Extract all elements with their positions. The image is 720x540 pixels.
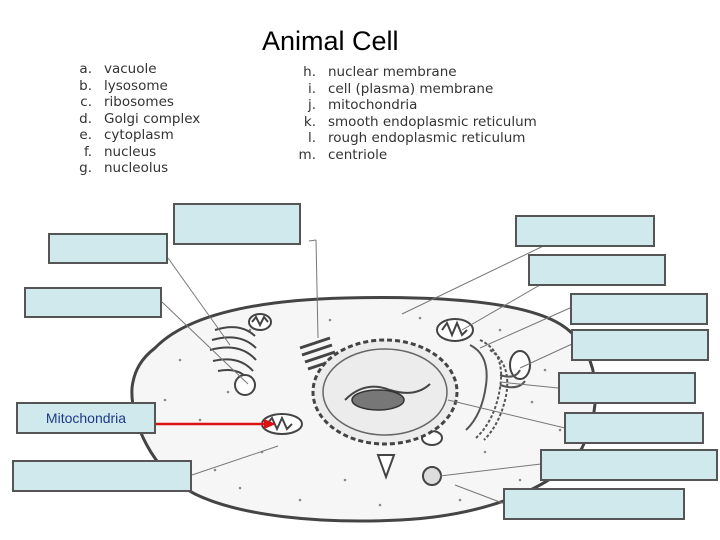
label-box-blank[interactable] (173, 203, 301, 245)
label-box-text: Mitochondria (46, 410, 126, 426)
label-box-blank[interactable] (571, 329, 709, 361)
label-box-blank[interactable] (12, 460, 192, 492)
lysosome (423, 467, 441, 485)
label-box-blank[interactable] (503, 488, 685, 520)
label-box-mitochondria[interactable]: Mitochondria (16, 402, 156, 434)
label-box-blank[interactable] (540, 449, 718, 481)
label-box-blank[interactable] (48, 233, 168, 264)
label-box-blank[interactable] (570, 293, 708, 325)
nucleolus (352, 390, 404, 410)
label-box-blank[interactable] (515, 215, 655, 247)
vacuole (235, 375, 255, 395)
label-box-blank[interactable] (528, 254, 666, 286)
label-box-blank[interactable] (24, 287, 162, 318)
label-box-blank[interactable] (564, 412, 704, 444)
label-box-blank[interactable] (558, 372, 696, 404)
